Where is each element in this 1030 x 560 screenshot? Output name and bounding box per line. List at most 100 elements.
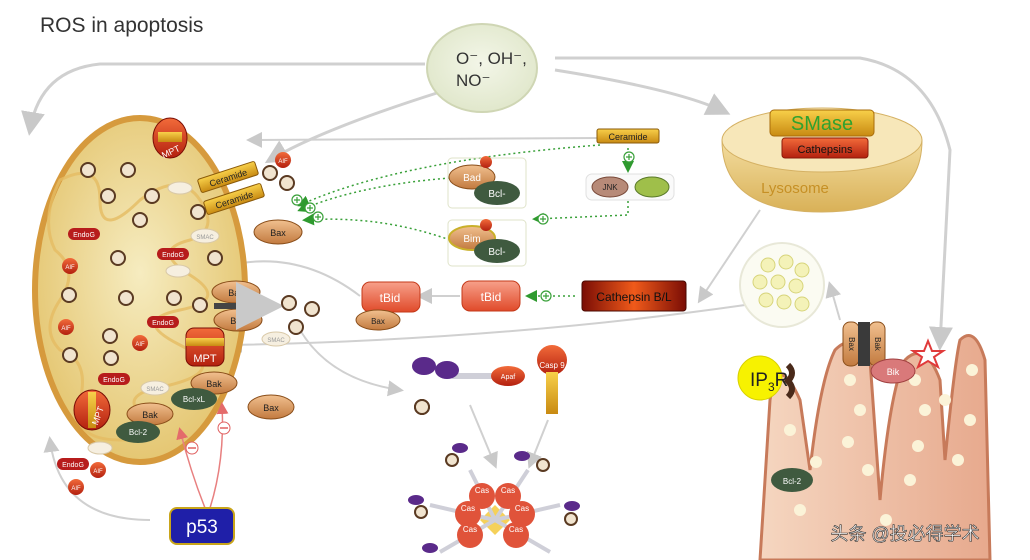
bcl-label: Bcl- [488, 247, 505, 258]
casp9-node: Casp 9 [537, 345, 567, 414]
tbid-node: tBid [461, 280, 521, 312]
mpt-middle-band [186, 338, 224, 346]
endog-label: EndoG [103, 377, 125, 384]
cas-blob [509, 501, 535, 527]
ca-ion [760, 257, 776, 273]
cytc-dot [132, 212, 148, 228]
cas-blob [457, 522, 483, 548]
cas-label: Cas [501, 486, 515, 495]
bcl-label: Bcl- [488, 189, 505, 200]
cas-label: Cas [515, 504, 529, 513]
ca-ion [794, 296, 810, 312]
er-dot [919, 404, 931, 416]
cytc-dot [262, 165, 278, 181]
bax-channel-label: Bax [228, 288, 244, 298]
apaf-end [452, 443, 468, 453]
bad-oval [448, 164, 496, 190]
ros-ellipse [426, 23, 538, 113]
cytc-dot [110, 250, 126, 266]
er-bcl2: Bcl-2 [771, 468, 813, 492]
arrow-ros-to-er [555, 56, 953, 351]
tbid-box [461, 280, 521, 312]
smac-chip [165, 264, 191, 278]
mpt-middle-label: MPT [193, 353, 217, 365]
endoplasmic-reticulum: IP3R Bax Bak Bik Bcl-2 [737, 321, 992, 560]
ros-label-line2: NO⁻ [456, 71, 490, 90]
bak-bclxl-complex: Bak Bcl-xL [171, 371, 238, 410]
plus-mark [307, 205, 313, 211]
smac-chip [261, 331, 291, 347]
er-dot [842, 436, 854, 448]
arrow-jnk-to-bim [532, 196, 629, 225]
cytc-dot [536, 458, 550, 472]
ca-ion [758, 292, 774, 308]
bax-oval [247, 394, 295, 420]
plus-cross [294, 154, 632, 299]
er-dot [912, 440, 924, 452]
aif-group: AIF AIF AIF AIF AIF AIF [58, 152, 291, 495]
smac-chip [167, 181, 193, 195]
calcium-ions [752, 254, 810, 312]
apaf-linker [452, 373, 514, 379]
cas-blob [455, 501, 481, 527]
bad-bcl-complex: Bad Bcl- [447, 156, 527, 209]
minus-signs [185, 421, 231, 455]
bclxl-label: Bcl-xL [183, 395, 206, 404]
p53-node: p53 [169, 507, 235, 545]
bax-oval [253, 219, 303, 245]
cytc-dot [61, 287, 77, 303]
er-dot [952, 454, 964, 466]
bax-oval [355, 309, 401, 331]
bclxl-oval [171, 388, 217, 410]
er-bax-bak-channel: Bax Bak [842, 321, 886, 367]
aif-dot [275, 152, 291, 168]
star-icon [909, 338, 947, 370]
tbid-bax-complex: tBid Bax [355, 281, 421, 331]
er-dot [862, 464, 874, 476]
smase-box [769, 109, 875, 137]
ca-ion [770, 274, 786, 290]
aif-label: AIF [71, 486, 81, 492]
cas-label: Cas [475, 486, 489, 495]
bax-label: Bax [270, 228, 286, 238]
cytc-dot [414, 399, 430, 415]
cytc-dot [103, 350, 119, 366]
plus-mark [294, 197, 300, 203]
jnk-partner-oval [634, 176, 670, 198]
ceramide-cytosol: Ceramide [596, 128, 660, 144]
ca-ion [778, 254, 794, 270]
jnk-oval [591, 176, 629, 198]
bax-label: Bax [371, 317, 385, 326]
apaf-label: Apaf [501, 374, 515, 381]
er-dot [966, 364, 978, 376]
mitochondrion: MPT MPT MPT Ceramide Ceramide EndoG Endo… [32, 115, 291, 495]
cas-blob [469, 483, 495, 509]
er-dot [794, 504, 806, 516]
ip3r-receptor: IP3R [737, 355, 795, 401]
arrow-ceramide-to-bax [297, 144, 601, 207]
apaf-card [491, 366, 525, 386]
arrow-lysosome-to-cathepsin [697, 209, 761, 304]
ceramide-bar [596, 128, 660, 144]
bcl-oval [474, 239, 520, 263]
cytc-dot [100, 188, 116, 204]
er-dot [810, 456, 822, 468]
casp9-label: Casp 9 [539, 361, 565, 370]
ca-ion [794, 262, 810, 278]
arrow-cytc-to-apaf [299, 329, 404, 397]
plus-mark [543, 293, 549, 299]
ip3r-circle [737, 355, 783, 401]
mpt-pore-middle: MPT [185, 327, 225, 367]
endog-label: EndoG [73, 232, 95, 239]
arrow-casp9-to-apoptosome [527, 419, 549, 469]
jnk-label: JNK [602, 183, 618, 192]
ros-label-line1: O⁻, OH⁻, [456, 49, 527, 68]
apoptosome-apaf-ends [408, 443, 580, 553]
apoptosome-cytc [414, 453, 578, 526]
jnk-node: JNK [585, 173, 675, 201]
arrow-bad-to-bax [297, 177, 451, 213]
casp9-body [546, 372, 558, 414]
bad-phospho-dot [480, 156, 492, 168]
cytc-dot [62, 347, 78, 363]
